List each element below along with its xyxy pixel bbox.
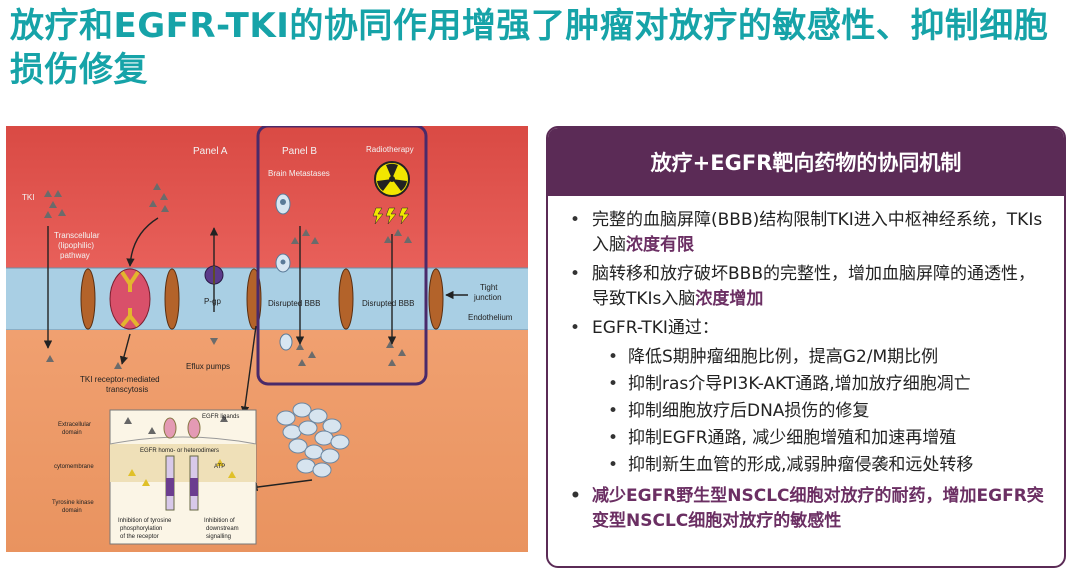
inhibition-tyrosine-label-1: Inhibition of tyrosine: [118, 518, 172, 524]
tki-receptor-icon: [109, 268, 151, 330]
radiotherapy-label: Radiotherapy: [366, 145, 414, 154]
inhibition-tyrosine-label-2: phosphorylation: [120, 526, 162, 532]
radiation-icon: [374, 161, 410, 197]
bullet-egfr-tki: EGFR-TKI通过：: [568, 316, 1048, 341]
disrupted-bbb-label-1: Disrupted BBB: [268, 299, 320, 308]
mechanism-list: 完整的血脑屏障(BBB)结构限制TKI进入中枢神经系统，TKIs入脑浓度有限 脑…: [548, 196, 1064, 534]
brain-cells-cluster: [276, 402, 350, 478]
bullet-conclusion: 减少EGFR野生型NSCLC细胞对放疗的耐药，增加EGFR突变型NSCLC细胞对…: [568, 484, 1048, 534]
inhibition-tyrosine-label-3: of the receptor: [120, 534, 159, 540]
inhibition-downstream-label-3: signalling: [206, 534, 231, 540]
transcellular-label-3: pathway: [60, 251, 90, 260]
sub-bullet-angiogenesis: 抑制新生血管的形成,减弱肿瘤侵袭和远处转移: [568, 453, 1048, 478]
atp-label: ATP: [214, 464, 225, 470]
cytomembrane-label: cytomembrane: [54, 464, 94, 470]
panel-a-label: Panel A: [193, 146, 228, 157]
sub-bullet-apoptosis: 抑制ras介导PI3K-AKT通路,增加放疗细胞凋亡: [568, 372, 1048, 397]
highlight-increased: 浓度增加: [695, 289, 764, 309]
bullet-bbb-intact: 完整的血脑屏障(BBB)结构限制TKI进入中枢神经系统，TKIs入脑浓度有限: [568, 208, 1048, 258]
sub-bullet-cell-cycle: 降低S期肿瘤细胞比例，提高G2/M期比例: [568, 345, 1048, 370]
transcellular-label-2: (lipophilic): [58, 241, 94, 250]
extracellular-label-1: Extracellular: [58, 422, 91, 428]
tki-receptor-label-1: TKI receptor-mediated: [80, 375, 160, 384]
sub-bullet-dna-repair: 抑制细胞放疗后DNA损伤的修复: [568, 399, 1048, 424]
blood-region: [6, 126, 528, 268]
panel-b-highlight-box: [256, 126, 428, 386]
inhibition-downstream-label-1: Inhibition of: [204, 518, 235, 524]
highlight-limited: 浓度有限: [626, 235, 694, 255]
tyrosine-kinase-label-1: Tyrosine kinase: [52, 500, 94, 506]
bullet-bbb-disrupted: 脑转移和放疗破坏BBB的完整性，增加血脑屏障的通透性，导致TKIs入脑浓度增加: [568, 262, 1048, 312]
tki-receptor-label-2: transcytosis: [106, 385, 148, 394]
disrupted-bbb-label-2: Disrupted BBB: [362, 299, 414, 308]
efflux-pumps-label: Eflux pumps: [186, 362, 230, 371]
egfr-ligands-label: EGFR ligands: [202, 414, 239, 420]
pgp-label: P-gp: [204, 297, 221, 306]
metastasis-cell-icon: [275, 193, 293, 351]
tight-junctions: [80, 268, 444, 330]
tight-junction-label-2: junction: [473, 293, 502, 302]
egfr-dimers-label: EGFR homo- or heterodimers: [140, 448, 219, 454]
transcellular-label-1: Transcellular: [54, 231, 100, 240]
panel-header: 放疗+EGFR靶向药物的协同机制: [548, 128, 1064, 196]
bbb-mechanism-figure: Panel A Panel B Radiotherapy Brain Metas…: [6, 126, 528, 552]
flow-arrows: [43, 217, 468, 492]
tki-label: TKI: [22, 193, 34, 202]
extracellular-label-2: domain: [62, 430, 82, 436]
panel-b-label: Panel B: [282, 146, 317, 157]
tight-junction-label-1: Tight: [480, 283, 498, 292]
sub-bullet-proliferation: 抑制EGFR通路, 减少细胞增殖和加速再增殖: [568, 426, 1048, 451]
mechanism-panel: 放疗+EGFR靶向药物的协同机制 完整的血脑屏障(BBB)结构限制TKI进入中枢…: [546, 126, 1066, 568]
tyrosine-kinase-label-2: domain: [62, 508, 82, 514]
tki-molecules: [44, 183, 412, 369]
lightning-icons: [372, 207, 410, 225]
inhibition-downstream-label-2: downstream: [206, 526, 239, 532]
egfr-inset: [109, 409, 257, 545]
slide-title: 放疗和EGFR-TKI的协同作用增强了肿瘤对放疗的敏感性、抑制细胞损伤修复: [10, 6, 1049, 90]
endothelium-label: Endothelium: [468, 313, 513, 322]
brain-metastases-label: Brain Metastases: [268, 169, 330, 178]
brain-region: [6, 330, 528, 552]
